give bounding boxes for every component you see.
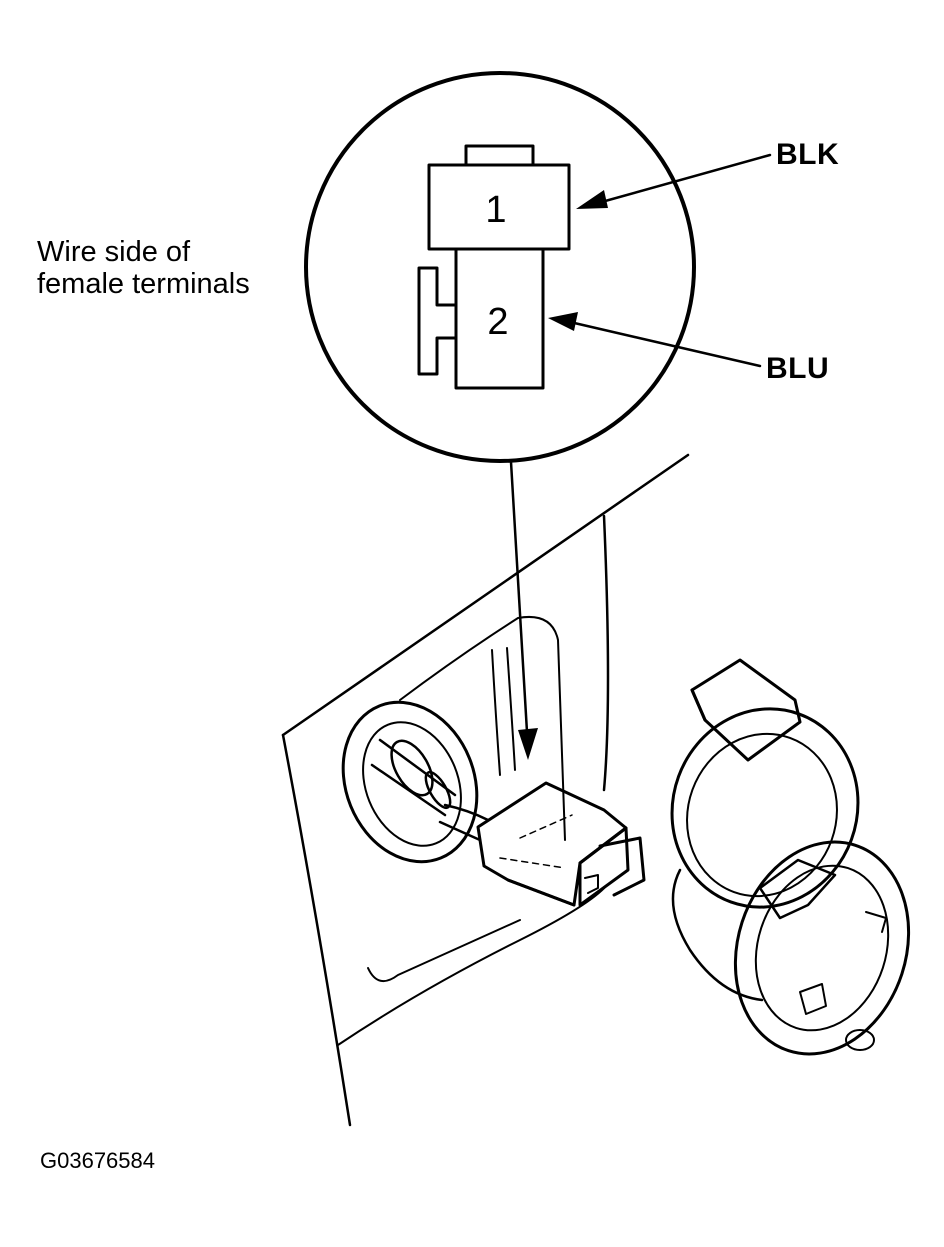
terminal-1-number: 1: [485, 189, 506, 231]
body-panel: [281, 453, 690, 1127]
callout-label: Wire side of female terminals: [37, 236, 250, 300]
locking-tab: [464, 144, 535, 167]
socket-cap: [670, 658, 911, 1056]
figure-id: G03676584: [40, 1148, 155, 1173]
side-latch: [417, 266, 458, 376]
panel-recess: [337, 616, 608, 1046]
terminal-block: [417, 144, 571, 390]
arrow-head-blk: [576, 190, 608, 209]
terminal-2-number: 2: [487, 301, 508, 343]
terminal-2-housing: [454, 247, 545, 390]
wire-color-blk-label: BLK: [776, 138, 840, 171]
connector-plug: [476, 781, 646, 907]
leader-lines: [509, 153, 772, 734]
magnifier-circle: [304, 71, 696, 463]
panel-opening: [341, 700, 479, 864]
wire-color-blu-label: BLU: [766, 352, 830, 385]
arrow-head-connector: [518, 728, 538, 760]
arrow-head-blu: [548, 312, 578, 331]
wire-harness: [370, 738, 490, 842]
